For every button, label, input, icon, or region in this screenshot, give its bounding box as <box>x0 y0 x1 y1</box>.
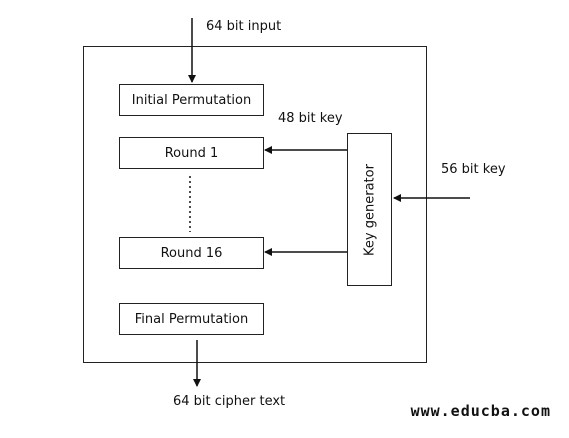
key-generator-label: Key generator <box>362 163 377 256</box>
round-16-box: Round 16 <box>119 237 264 269</box>
output-label: 64 bit cipher text <box>173 394 286 409</box>
watermark: www.educba.com <box>410 402 551 420</box>
initial-permutation-box: Initial Permutation <box>119 84 264 116</box>
key-48-label: 48 bit key <box>278 111 343 126</box>
initial-permutation-label: Initial Permutation <box>131 92 252 108</box>
final-permutation-box: Final Permutation <box>119 303 264 335</box>
des-process-frame <box>83 46 427 363</box>
final-permutation-label: Final Permutation <box>134 311 249 327</box>
key-generator-box: Key generator <box>347 133 392 286</box>
round-16-label: Round 16 <box>160 245 223 261</box>
input-label: 64 bit input <box>206 19 282 34</box>
round-1-box: Round 1 <box>119 137 264 169</box>
key-56-label: 56 bit key <box>441 162 506 177</box>
round-1-label: Round 1 <box>164 145 219 161</box>
